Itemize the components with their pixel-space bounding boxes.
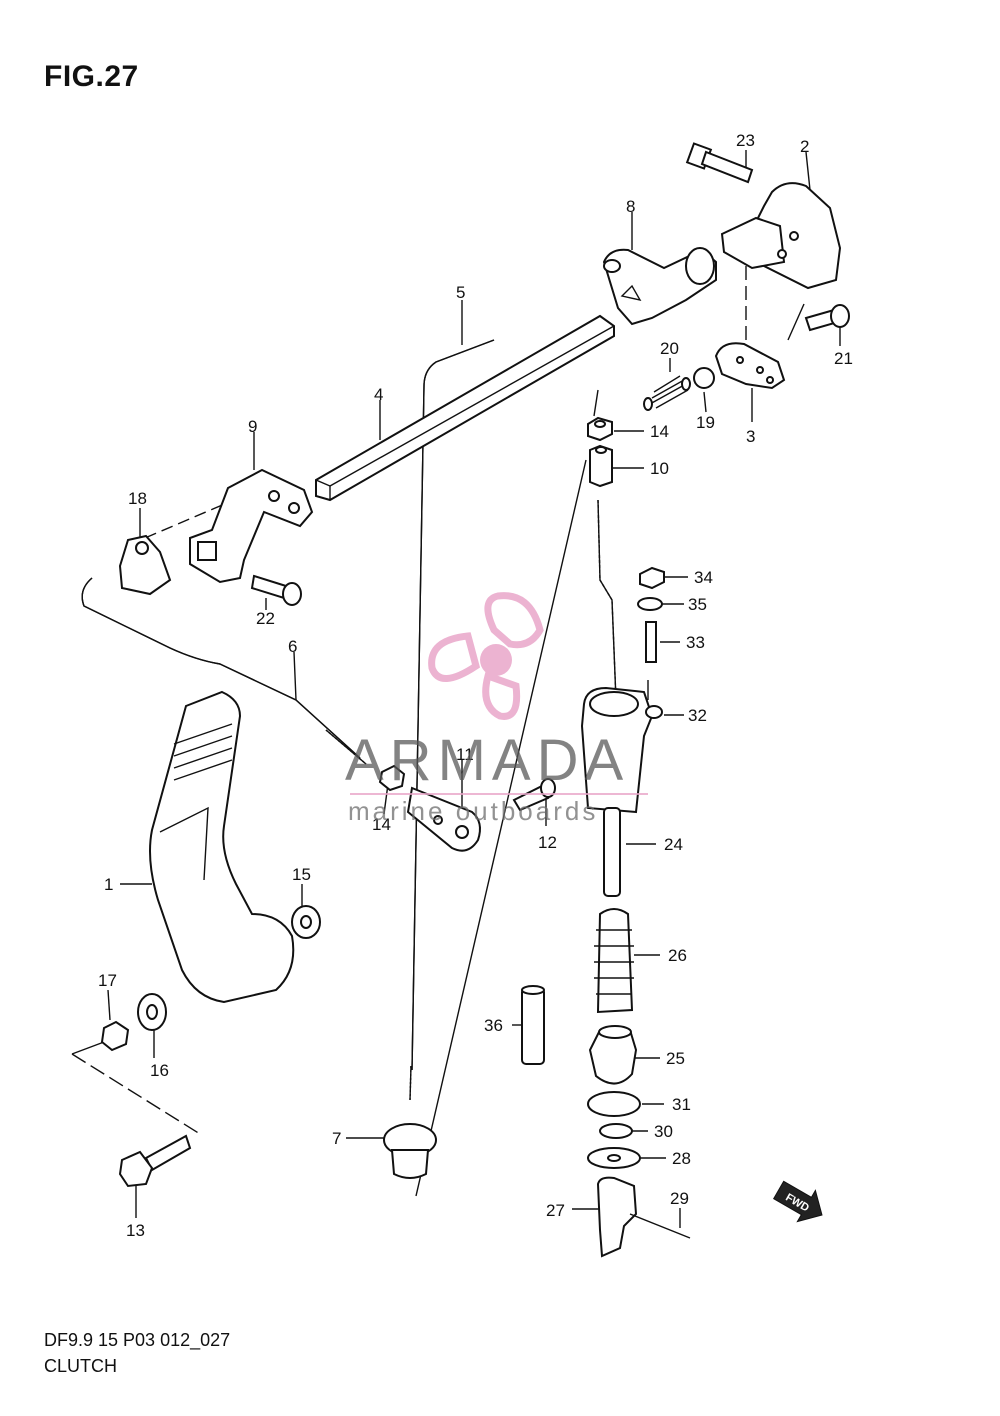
callout-1: 1 [104, 875, 113, 894]
callout-10: 10 [650, 459, 669, 478]
callout-29: 29 [670, 1189, 689, 1208]
callout-9: 9 [248, 417, 257, 436]
part-6-thread [325, 729, 367, 765]
callout-36: 36 [484, 1016, 503, 1035]
callout-32: 32 [688, 706, 707, 725]
callout-16: 16 [150, 1061, 169, 1080]
callout-28: 28 [672, 1149, 691, 1168]
part-9-lever [189, 468, 314, 584]
leader-lines [71, 150, 841, 1228]
callout-21: 21 [834, 349, 853, 368]
part-14-nut-upper [587, 416, 613, 442]
callout-19: 19 [696, 413, 715, 432]
part-17-nut [100, 1020, 130, 1052]
model-code: DF9.9 15 P03 012_027 [44, 1330, 231, 1350]
section-name: CLUTCH [44, 1356, 118, 1376]
callout-14-lower: 14 [372, 815, 391, 834]
callout-31: 31 [672, 1095, 691, 1114]
callout-26: 26 [668, 946, 687, 965]
part-33-stud [645, 621, 657, 663]
part-21-bolt [804, 304, 850, 332]
part-12-bolt [512, 778, 556, 812]
callout-15: 15 [292, 865, 311, 884]
part-25-seal-housing [588, 1025, 638, 1085]
callout-11: 11 [456, 745, 474, 764]
part-14-nut-lower [378, 764, 406, 792]
part-32-shift-housing [580, 686, 663, 814]
callout-7: 7 [332, 1129, 341, 1148]
part-22-bolt [250, 574, 302, 606]
part-16-washer [137, 993, 167, 1031]
part-10-coupler [589, 444, 613, 488]
part-30-o-ring [599, 1123, 633, 1139]
callout-2: 2 [800, 137, 809, 156]
part-24-push-rod [603, 807, 621, 897]
part-1-shift-handle [149, 690, 295, 1004]
part-36-sleeve [521, 985, 545, 1065]
part-26-rubber-boot [594, 908, 634, 1014]
part-20-spring [643, 375, 691, 411]
part-15-washer [291, 905, 321, 939]
callout-30: 30 [654, 1122, 673, 1141]
part-29-pin [629, 1213, 691, 1239]
callout-23: 23 [736, 131, 755, 150]
part-4-square-shaft [315, 314, 615, 502]
callout-labels: 1 2 3 4 5 6 7 8 9 10 11 12 13 14 14 15 1… [98, 131, 853, 1240]
callout-14-upper: 14 [650, 422, 669, 441]
callout-17: 17 [98, 971, 117, 990]
watermark-tagline: marine outboards [348, 796, 599, 826]
fwd-direction-badge: FWD [772, 1180, 823, 1223]
part-13-bolt [118, 1134, 192, 1188]
watermark-brand: ARMADA [345, 728, 630, 793]
part-3-plate [714, 342, 786, 390]
part-27-shift-cam [596, 1176, 638, 1258]
callout-22: 22 [256, 609, 275, 628]
callout-18: 18 [128, 489, 147, 508]
callout-5: 5 [456, 283, 465, 302]
shift-shaft-rod [597, 499, 617, 701]
callout-20: 20 [660, 339, 679, 358]
part-18-clip [118, 534, 172, 596]
part-28-washer [587, 1147, 641, 1169]
figure-title: FIG.27 [44, 60, 139, 93]
callout-3: 3 [746, 427, 755, 446]
part-31-o-ring [587, 1091, 641, 1117]
armada-logo-icon [428, 592, 544, 720]
callout-8: 8 [626, 197, 635, 216]
callout-33: 33 [686, 633, 705, 652]
part-8-clutch-arm [602, 247, 717, 326]
part-5-vertical-rod [411, 339, 495, 1071]
part-23-bolt [685, 142, 754, 184]
callout-13: 13 [126, 1221, 145, 1240]
part-11-link [406, 786, 481, 852]
callout-24: 24 [664, 835, 683, 854]
callout-35: 35 [688, 595, 707, 614]
part-2-cam-lever [720, 182, 842, 290]
part-34-nut [639, 566, 665, 590]
callout-12: 12 [538, 833, 557, 852]
part-35-washer [637, 597, 663, 611]
callout-25: 25 [666, 1049, 685, 1068]
callout-6: 6 [288, 637, 297, 656]
part-19-ball [693, 367, 715, 389]
callout-4: 4 [374, 385, 383, 404]
part-7-grommet [383, 1123, 437, 1179]
callout-27: 27 [546, 1201, 565, 1220]
callout-34: 34 [694, 568, 713, 587]
